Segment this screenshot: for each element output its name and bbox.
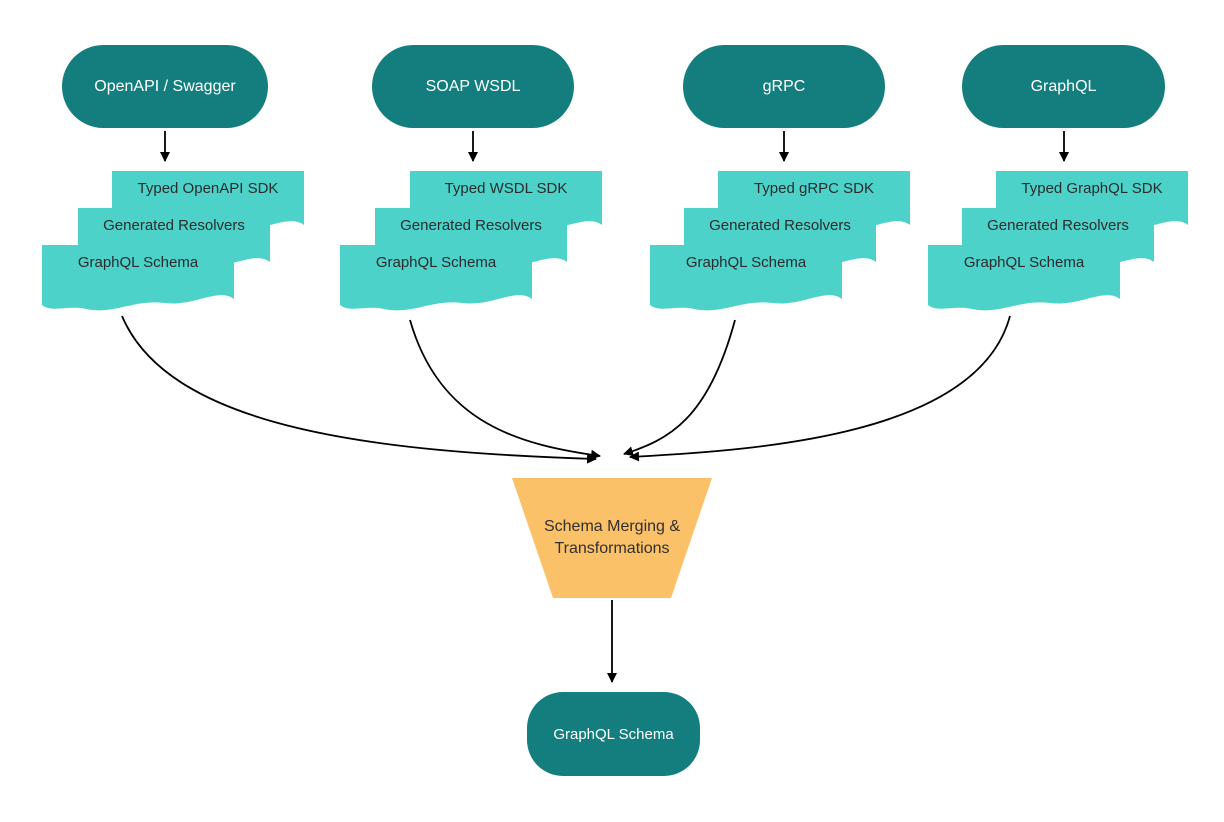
curve-soap-to-merge-icon <box>409 319 601 460</box>
source-label: gRPC <box>762 77 806 95</box>
source-label: GraphQL <box>1030 77 1097 95</box>
artifact-label: Generated Resolvers <box>709 217 851 234</box>
curve-openapi-to-merge-icon <box>121 315 597 464</box>
artifact-doc-wsdl-schema: GraphQL Schema <box>340 245 532 317</box>
artifact-label: Generated Resolvers <box>400 217 542 234</box>
curve-graphql-to-merge-icon <box>629 315 1011 462</box>
artifact-label: GraphQL Schema <box>375 254 497 271</box>
artifact-doc-graphql-schema: GraphQL Schema <box>928 245 1120 317</box>
document-shape-icon <box>42 245 234 311</box>
source-node-grpc: gRPC <box>683 45 885 128</box>
artifact-label: GraphQL Schema <box>77 254 199 271</box>
merge-node: Schema Merging & Transformations <box>512 478 712 598</box>
artifact-doc-grpc-schema: GraphQL Schema <box>650 245 842 317</box>
document-shape-icon <box>650 245 842 311</box>
artifact-doc-openapi-schema: GraphQL Schema <box>42 245 234 317</box>
artifact-label: Typed OpenAPI SDK <box>137 180 279 197</box>
artifact-label: Typed GraphQL SDK <box>1021 180 1163 197</box>
artifact-label: Typed gRPC SDK <box>753 180 875 197</box>
source-node-openapi: OpenAPI / Swagger <box>62 45 268 128</box>
artifact-label: Generated Resolvers <box>987 217 1129 234</box>
source-label: OpenAPI / Swagger <box>94 77 236 95</box>
artifact-label: Generated Resolvers <box>103 217 245 234</box>
merge-label-line1: Schema Merging & <box>543 518 681 535</box>
output-label: GraphQL Schema <box>553 725 674 743</box>
source-node-graphql: GraphQL <box>962 45 1165 128</box>
merge-label-line2: Transformations <box>554 540 670 557</box>
document-shape-icon <box>340 245 532 311</box>
document-shape-icon <box>928 245 1120 311</box>
output-node-graphql-schema: GraphQL Schema <box>527 692 700 776</box>
artifact-label: GraphQL Schema <box>685 254 807 271</box>
artifact-label: Typed WSDL SDK <box>444 180 568 197</box>
artifact-label: GraphQL Schema <box>963 254 1085 271</box>
curve-grpc-to-merge-icon <box>623 319 736 457</box>
source-node-soap: SOAP WSDL <box>372 45 574 128</box>
source-label: SOAP WSDL <box>425 77 521 95</box>
